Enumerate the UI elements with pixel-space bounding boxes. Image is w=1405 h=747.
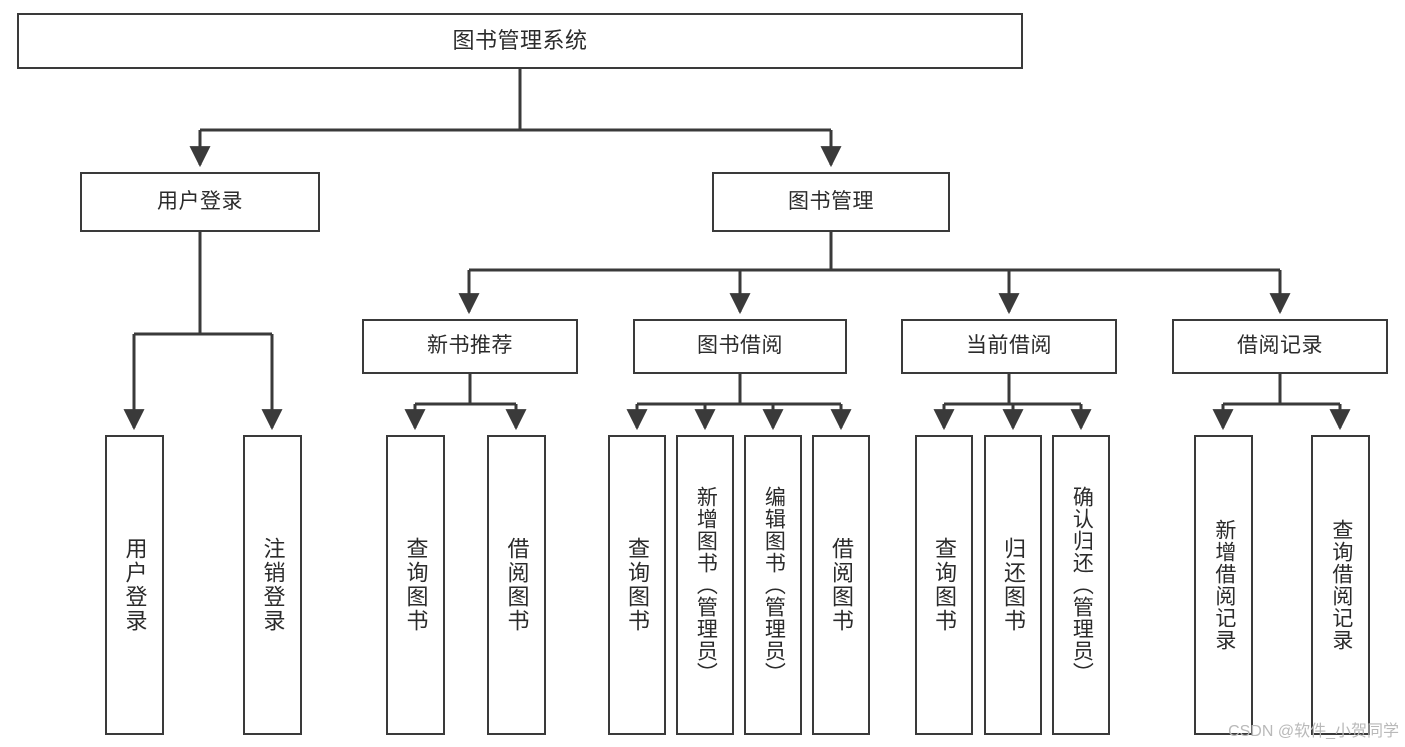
leaf-confirm-return-admin[interactable]: 确认归还（管理员） [1052, 435, 1110, 735]
leaf-add-borrow-record[interactable]: 新增借阅记录 [1194, 435, 1253, 735]
leaf-user-login[interactable]: 用户登录 [105, 435, 164, 735]
leaf-logout[interactable]: 注销登录 [243, 435, 302, 735]
leaf-query-borrow-record[interactable]: 查询借阅记录 [1311, 435, 1370, 735]
leaf-borrow-book-borrow[interactable]: 借阅图书 [812, 435, 870, 735]
leaf-borrow-book-newbook[interactable]: 借阅图书 [487, 435, 546, 735]
node-root[interactable]: 图书管理系统 [17, 13, 1023, 69]
node-new-book-recommend[interactable]: 新书推荐 [362, 319, 578, 374]
leaf-return-book[interactable]: 归还图书 [984, 435, 1042, 735]
node-user-login[interactable]: 用户登录 [80, 172, 320, 232]
watermark-text: CSDN @软件_小贺同学 [1228, 723, 1399, 740]
leaf-query-book-current[interactable]: 查询图书 [915, 435, 973, 735]
node-borrow-record-label: 借阅记录 [1237, 334, 1323, 358]
leaf-borrow-book-borrow-label: 借阅图书 [828, 537, 854, 633]
leaf-add-book-admin[interactable]: 新增图书（管理员） [676, 435, 734, 735]
node-root-label: 图书管理系统 [452, 28, 588, 54]
node-book-management[interactable]: 图书管理 [712, 172, 950, 232]
leaf-query-book-newbook[interactable]: 查询图书 [386, 435, 445, 735]
leaf-borrow-book-newbook-label: 借阅图书 [504, 537, 530, 633]
leaf-confirm-return-admin-label: 确认归还（管理员） [1070, 486, 1094, 684]
leaf-query-borrow-record-label: 查询借阅记录 [1329, 519, 1353, 651]
leaf-edit-book-admin[interactable]: 编辑图书（管理员） [744, 435, 802, 735]
leaf-logout-label: 注销登录 [260, 537, 286, 633]
leaf-query-book-borrow[interactable]: 查询图书 [608, 435, 666, 735]
leaf-query-book-current-label: 查询图书 [931, 537, 957, 633]
node-book-management-label: 图书管理 [788, 189, 874, 213]
leaf-return-book-label: 归还图书 [1000, 537, 1026, 633]
node-current-borrow-label: 当前借阅 [966, 334, 1052, 358]
node-user-login-label: 用户登录 [157, 189, 243, 213]
node-book-borrow[interactable]: 图书借阅 [633, 319, 847, 374]
node-new-book-recommend-label: 新书推荐 [427, 334, 513, 358]
leaf-user-login-label: 用户登录 [122, 537, 148, 633]
node-book-borrow-label: 图书借阅 [697, 334, 783, 358]
leaf-query-book-borrow-label: 查询图书 [624, 537, 650, 633]
leaf-add-book-admin-label: 新增图书（管理员） [694, 486, 718, 684]
node-current-borrow[interactable]: 当前借阅 [901, 319, 1117, 374]
node-borrow-record[interactable]: 借阅记录 [1172, 319, 1388, 374]
leaf-edit-book-admin-label: 编辑图书（管理员） [762, 486, 786, 684]
leaf-add-borrow-record-label: 新增借阅记录 [1212, 519, 1236, 651]
leaf-query-book-newbook-label: 查询图书 [403, 537, 429, 633]
